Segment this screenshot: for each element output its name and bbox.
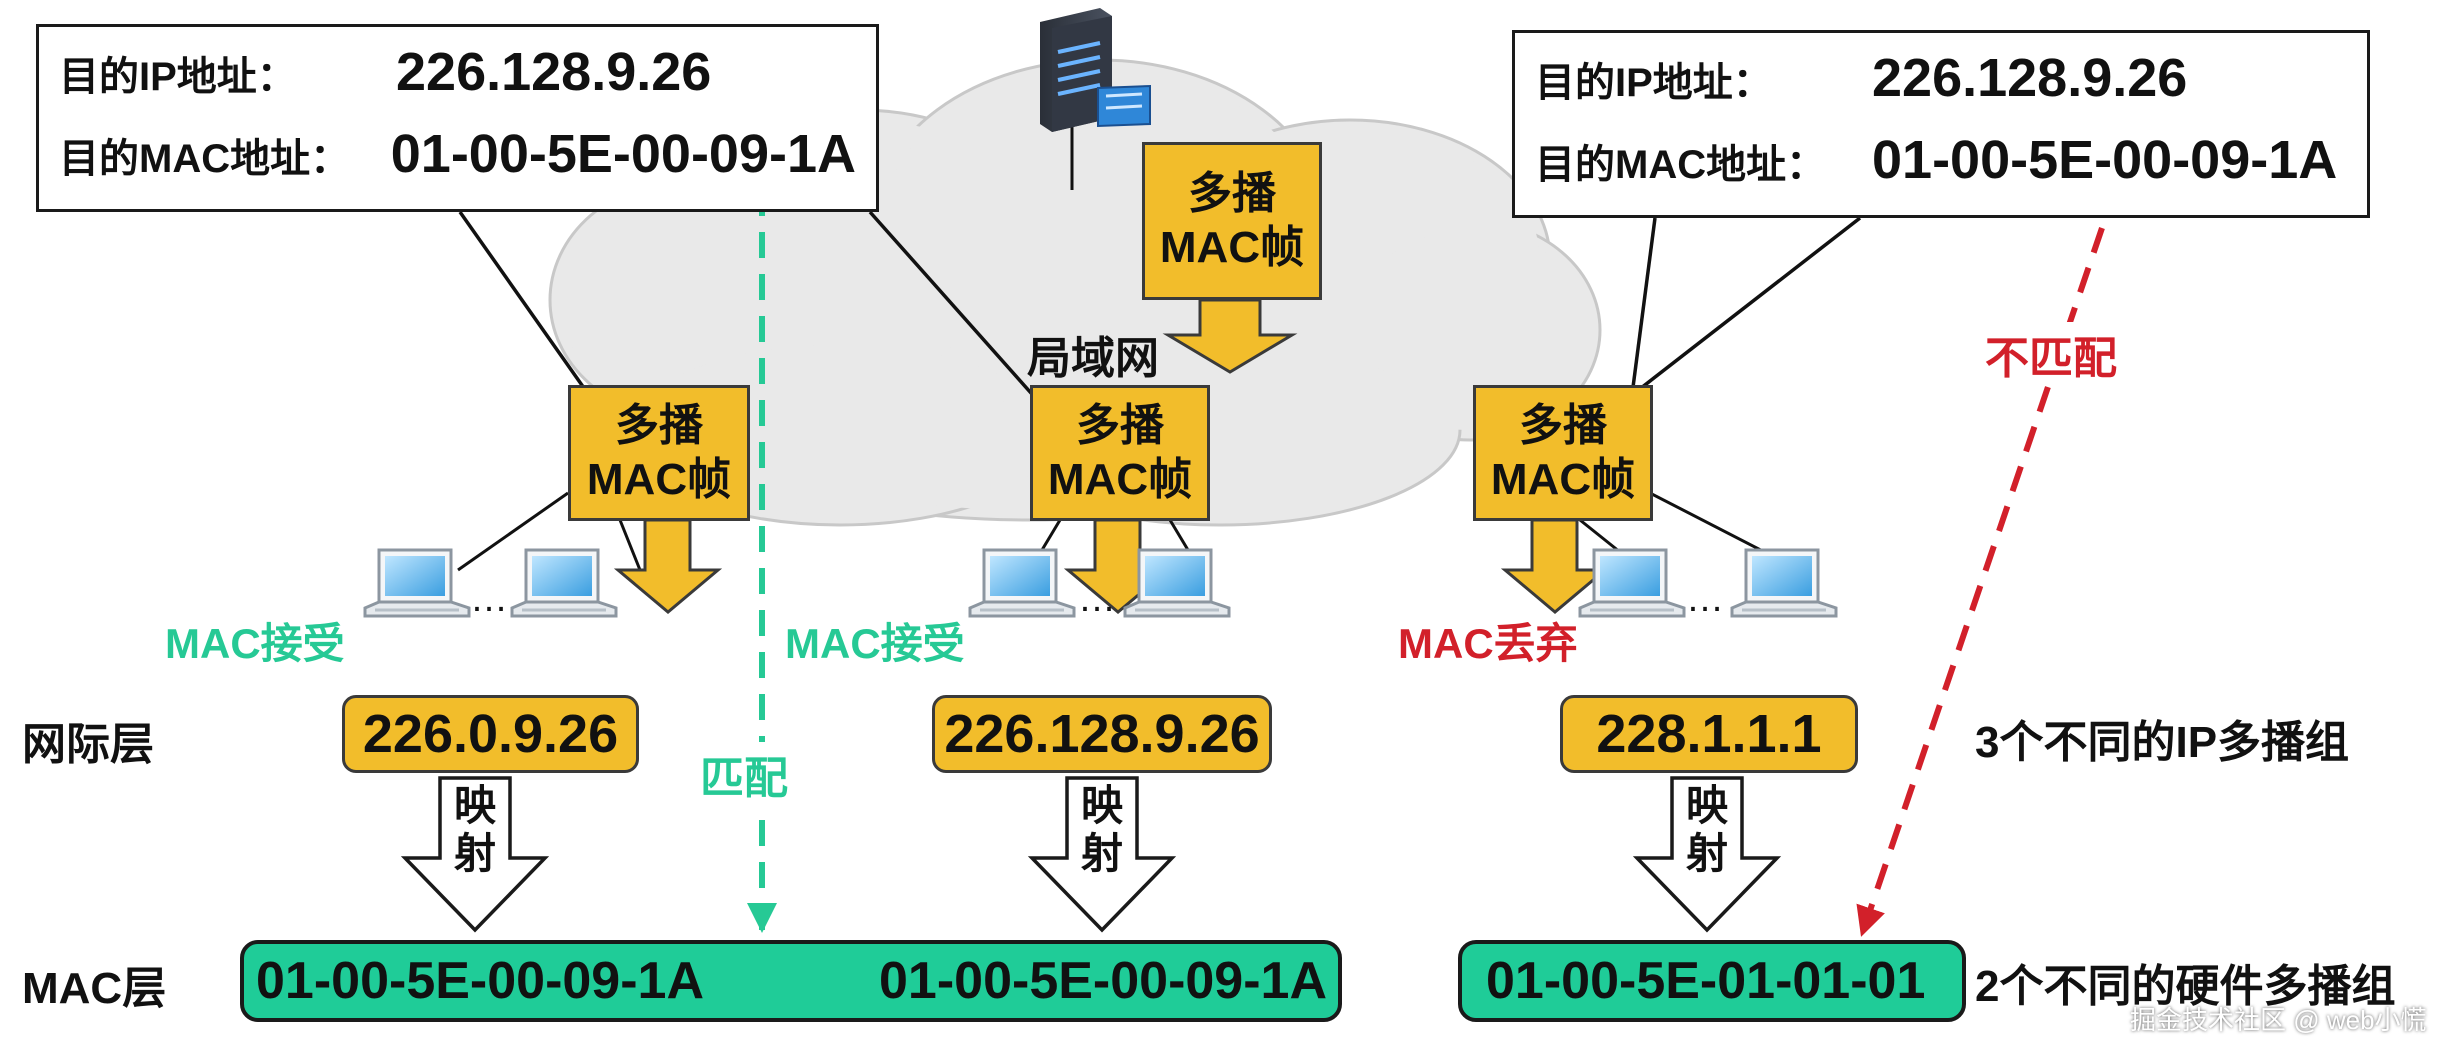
ip-group-1: 226.0.9.26	[342, 695, 639, 773]
dest-ip-value: 226.128.9.26	[1872, 48, 2188, 108]
ellipsis: …	[470, 578, 508, 620]
server-icon	[1040, 8, 1151, 190]
lan-label: 局域网	[1027, 334, 1159, 383]
dest-ip-label: 目的IP地址：	[1535, 61, 1773, 105]
destination-info-left: 目的IP地址： 226.128.9.26 目的MAC地址： 01-00-5E-0…	[36, 24, 879, 212]
multicast-frame-host3: 多播 MAC帧	[1473, 385, 1653, 521]
network-layer-label: 网际层	[22, 720, 154, 769]
dest-ip-label: 目的IP地址：	[59, 55, 297, 99]
mac-address: 01-00-5E-00-09-1A	[879, 952, 1328, 1010]
frame-line1: 多播	[1519, 401, 1607, 451]
mac-layer-label: MAC层	[22, 964, 167, 1013]
mapping-label: 映 射	[1072, 782, 1132, 879]
watermark: 掘金技术社区 @ web小慌	[2130, 1005, 2427, 1035]
multicast-frame-top: 多播 MAC帧	[1142, 142, 1322, 300]
laptop-icon	[510, 548, 618, 618]
mac-address: 01-00-5E-01-01-01	[1486, 952, 1926, 1010]
status-discard: MAC丢弃	[1398, 620, 1578, 667]
destination-info-right: 目的IP地址： 226.128.9.26 目的MAC地址： 01-00-5E-0…	[1512, 30, 2370, 218]
mapping-arrows	[400, 776, 1782, 933]
match-label: 匹配	[700, 742, 788, 806]
ip-group-count-note: 3个不同的IP多播组	[1975, 718, 2350, 767]
mapping-char1: 映	[453, 782, 496, 829]
dest-ip-value: 226.128.9.26	[396, 42, 712, 102]
mapping-label: 映 射	[445, 782, 505, 879]
mismatch-label: 不匹配	[1985, 322, 2117, 386]
dest-mac-label: 目的MAC地址：	[1535, 143, 1827, 187]
mapping-char2: 射	[1080, 830, 1123, 878]
frame-line2: MAC帧	[1047, 455, 1193, 504]
frame-line1: 多播	[615, 401, 703, 451]
hw-group-count-note: 2个不同的硬件多播组	[1975, 962, 2396, 1011]
dest-mac-label: 目的MAC地址：	[59, 137, 351, 181]
frame-line1: 多播	[1076, 401, 1164, 451]
mapping-char2: 射	[453, 830, 496, 878]
laptop-icon	[968, 548, 1076, 618]
frame-line2: MAC帧	[1490, 455, 1636, 504]
laptop-icon	[1730, 548, 1838, 618]
mac-address: 01-00-5E-00-09-1A	[256, 952, 705, 1010]
dest-mac-value: 01-00-5E-00-09-1A	[390, 124, 856, 184]
ip-group-2: 226.128.9.26	[932, 695, 1272, 773]
frame-line1: 多播	[1188, 169, 1276, 219]
frame-line2: MAC帧	[1159, 223, 1305, 272]
laptop-icon	[1123, 548, 1231, 618]
mapping-char1: 映	[1685, 782, 1728, 829]
mac-group-bar-2: 01-00-5E-01-01-01	[1458, 940, 1966, 1022]
ellipsis: …	[1686, 578, 1724, 620]
status-accept: MAC接受	[165, 620, 345, 667]
laptop-icon	[363, 548, 471, 618]
multicast-frame-host1: 多播 MAC帧	[568, 385, 750, 521]
status-accept: MAC接受	[785, 620, 965, 667]
mapping-label: 映 射	[1677, 782, 1737, 879]
mapping-char2: 射	[1685, 830, 1728, 878]
dest-mac-value: 01-00-5E-00-09-1A	[1872, 130, 2338, 190]
laptop-icon	[1578, 548, 1686, 618]
ellipsis: …	[1078, 578, 1116, 620]
mapping-char1: 映	[1080, 782, 1123, 829]
ip-group-3: 228.1.1.1	[1560, 695, 1858, 773]
multicast-frame-host2: 多播 MAC帧	[1030, 385, 1210, 521]
frame-line2: MAC帧	[586, 455, 732, 504]
mac-group-bar-1: 01-00-5E-00-09-1A 01-00-5E-00-09-1A	[240, 940, 1342, 1022]
